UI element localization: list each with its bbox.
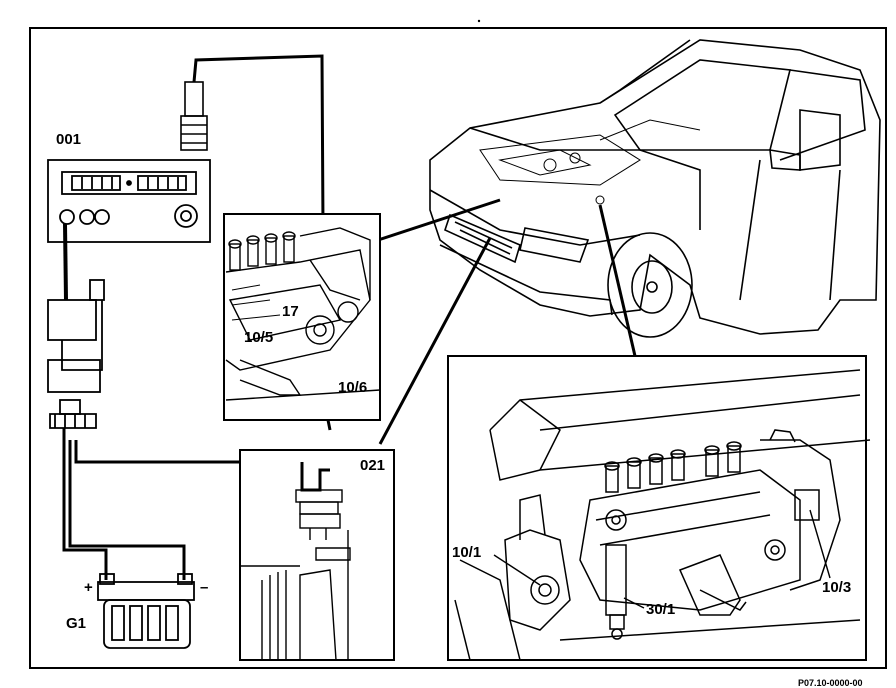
tester-001	[47, 159, 211, 243]
leader-10-1	[493, 554, 541, 586]
outer-frame	[29, 27, 887, 669]
top-dot	[477, 19, 481, 23]
battery-g1	[97, 573, 195, 649]
car-illustration	[429, 39, 881, 338]
detail-label-10-1: 10/1	[452, 544, 481, 561]
inset-label-17: 17	[282, 303, 299, 320]
inset-label-10-5: 10/5	[244, 329, 273, 346]
detail-label-10-3: 10/3	[822, 579, 851, 596]
engine-inset: 17 10/5 10/6	[223, 213, 381, 421]
battery-minus-label: –	[200, 579, 208, 596]
sensor-021-inset: 021	[239, 449, 395, 661]
leader-30-1	[623, 597, 645, 609]
injection-pump-detail: 10/1 30/1 10/3	[447, 355, 871, 661]
figure-code: P07.10-0000-00	[798, 678, 863, 688]
pointer-lines	[377, 198, 637, 445]
battery-g1-label: G1	[66, 615, 86, 632]
tester-001-label: 001	[56, 131, 81, 148]
sensor-021-label: 021	[360, 457, 385, 474]
leader-10-3	[809, 509, 831, 579]
detail-label-30-1: 30/1	[646, 601, 675, 618]
battery-plus-label: +	[84, 579, 93, 596]
inset-label-10-6: 10/6	[338, 379, 367, 396]
